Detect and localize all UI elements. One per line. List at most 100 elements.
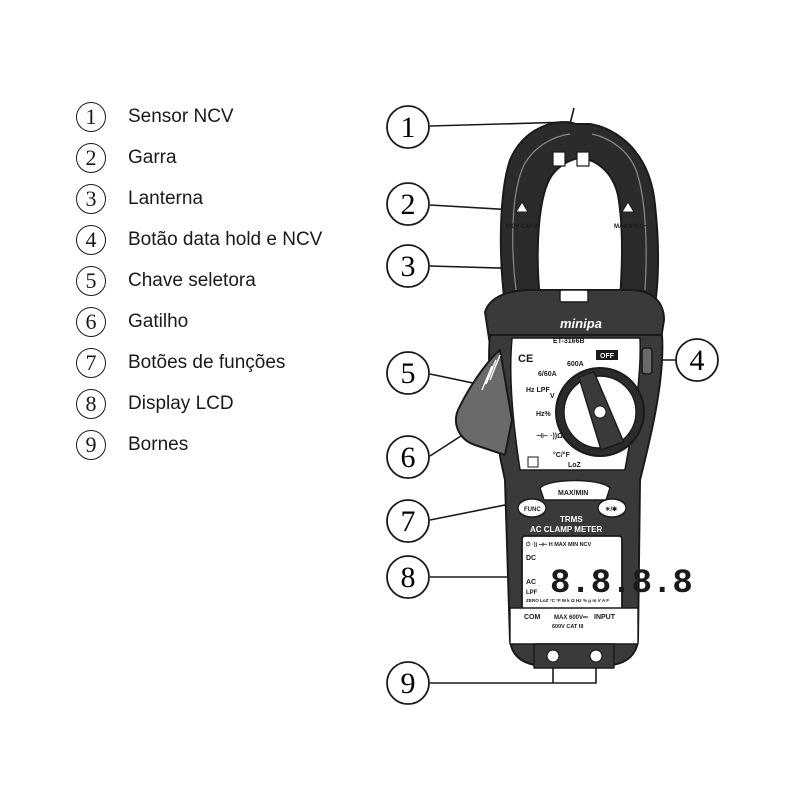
callout-3-number: 3 [401,250,416,283]
legend-label: Garra [128,147,177,168]
callout-7: 7 [386,499,430,543]
callout-9-number: 9 [401,667,416,700]
meter-label: AC CLAMP METER [530,525,603,534]
callout-2: 2 [386,182,430,226]
clamp-meter [455,107,665,669]
callout-4: 4 [675,338,719,382]
callouts: 1 2 3 4 5 6 7 8 9 [386,105,719,705]
rotary-dial-center [593,405,607,419]
legend-label: Botão data hold e NCV [128,229,323,250]
legend-label: Gatilho [128,311,189,332]
legend-item: 7 Botões de funções [76,348,396,382]
callout-8-number: 8 [401,561,416,594]
head-body [484,289,665,346]
callout-7-number: 7 [401,505,416,538]
legend-label: Bornes [128,434,189,455]
off-badge [596,350,618,360]
lcd-dc: DC [526,555,536,562]
warning-left-icon [515,201,529,213]
com-terminal [546,649,560,663]
terminal-rating: MAX 600V⎓ [554,615,588,621]
legend-label: Chave seletora [128,270,256,291]
jaw-left-rating: 600V CAT III [505,224,540,230]
light-button [597,498,627,518]
dial-temp: °C/°F [553,451,571,459]
legend-number: 5 [76,266,106,296]
trigger [455,349,513,456]
dial-hz-lpf: Hz LPF [526,387,550,394]
legend-item: 1 Sensor NCV [76,102,396,136]
maxmin-button [539,479,611,501]
callout-6: 6 [386,435,430,479]
input-label: INPUT [594,614,616,621]
light-label: ☀/✱ [605,506,617,513]
func-label: FUNC [524,507,541,513]
legend-item: 6 Gatilho [76,307,396,341]
square-icon [527,456,539,468]
com-label: COM [524,614,541,621]
legend-number: 8 [76,389,106,419]
callout-9: 9 [386,661,430,705]
legend-label: Sensor NCV [128,106,234,127]
flashlight [559,289,589,303]
warning-right-icon [621,201,635,213]
callout-4-number: 4 [690,344,705,377]
leader-line-9a [430,663,597,684]
legend-item: 2 Garra [76,143,396,177]
trms-label: TRMS [560,515,583,524]
dial-off: OFF [600,353,615,360]
callout-6-number: 6 [401,441,416,474]
legend-item: 3 Lanterna [76,184,396,218]
terminal-cat: 600V CAT III [552,624,584,630]
legend-item: 9 Bornes [76,430,396,464]
legend-item: 4 Botão data hold e NCV [76,225,396,259]
lcd-ac: AC [526,579,536,586]
device-text: 600V CAT III MAX 600A~ minipa ET-3166B C… [505,224,693,630]
ce-mark: CE [518,353,533,365]
dial-660a: 6/60A [538,371,557,378]
jaw-left-edge [512,133,571,291]
ncv-marker-left [552,151,566,167]
dial-hz-pct: Hz% [536,411,552,418]
input-terminal [589,649,603,663]
lcd-lpf: LPF [526,590,538,596]
maxmin-label: MAX/MIN [558,490,588,497]
legend-number: 6 [76,307,106,337]
legend-label: Lanterna [128,188,204,209]
legend-item: 8 Display LCD [76,389,396,423]
callout-2-number: 2 [401,188,416,221]
legend-number: 4 [76,225,106,255]
legend-number: 7 [76,348,106,378]
lcd-top-row: ⏻ ·)) ⊣⊢ H MAX MIN NCV [526,541,592,548]
legend-label: Display LCD [128,393,234,414]
callout-3: 3 [386,244,430,288]
callout-1-number: 1 [401,111,416,144]
lcd-digits: 8.8.8.8 [550,565,693,603]
callout-8: 8 [386,555,430,599]
lcd-bottom-row: ZERO LoZ °C °F M k Ω Hz % μ m V A F [526,598,609,603]
brand-logo: minipa [560,316,602,331]
trigger-grip [481,354,501,391]
legend-number: 3 [76,184,106,214]
dial-loz: LoZ [568,462,582,469]
jaw-right-rating: MAX 600A~ [614,224,647,230]
model-label: ET-3166B [553,338,585,345]
dial-600a: 600A [567,361,584,368]
hold-ncv-button [641,347,653,375]
legend-number: 1 [76,102,106,132]
legend-number: 9 [76,430,106,460]
dial-diode-cap: ⊣⊢ ·))Ω [536,432,563,440]
ncv-sensor-tip [569,107,575,125]
legend-label: Botões de funções [128,352,286,373]
leader-line-1 [429,121,571,127]
callout-5: 5 [386,351,430,395]
ncv-marker-right [576,151,590,167]
legend-number: 2 [76,143,106,173]
callout-1: 1 [386,105,430,149]
func-button [517,498,547,518]
jaw-right-edge [591,133,647,291]
dial-volt: V [550,393,555,400]
legend-item: 5 Chave seletora [76,266,396,300]
callout-5-number: 5 [401,357,416,390]
